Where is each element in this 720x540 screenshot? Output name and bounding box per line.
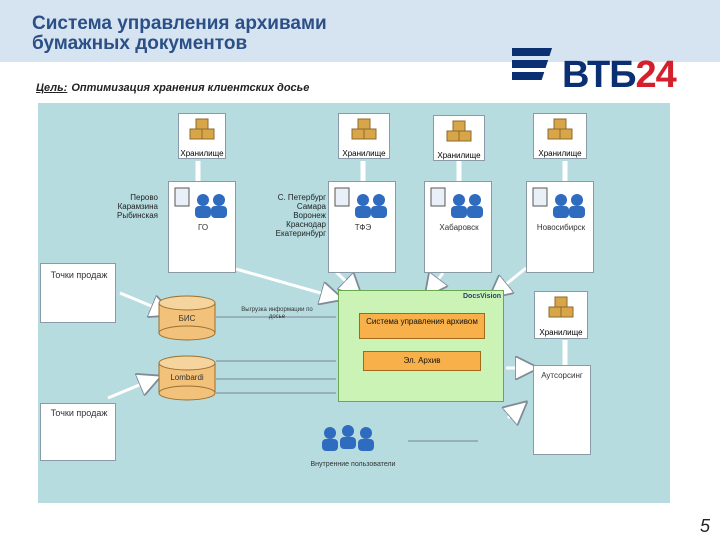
sales-points-top: Точки продаж bbox=[40, 263, 116, 323]
vtb-logo-icon bbox=[512, 48, 553, 80]
system-label: Система управления архивом bbox=[366, 317, 478, 326]
storage-label: Хранилище bbox=[539, 328, 583, 337]
region-office-3: Хабаровск bbox=[424, 181, 492, 273]
flow-label: Выгрузка информации по досье bbox=[241, 307, 313, 320]
storage-label: Хранилище bbox=[437, 151, 481, 160]
region-office-4: Новосибирск bbox=[526, 181, 594, 273]
office-name: Хабаровск bbox=[439, 223, 479, 232]
lombardi-database-icon bbox=[158, 355, 216, 401]
office-name: ТФЭ bbox=[354, 223, 372, 232]
storage-label: Хранилище bbox=[538, 149, 582, 158]
sales-points-bottom: Точки продаж bbox=[40, 403, 116, 461]
storage-1: Хранилище bbox=[178, 113, 226, 159]
bis-label: БИС bbox=[178, 314, 196, 323]
storage-label: Хранилище bbox=[180, 149, 224, 158]
goal-line: Цель:Оптимизация хранения клиентских дос… bbox=[36, 82, 496, 94]
brand-wordmark: ВТБ24 bbox=[562, 52, 677, 98]
boxes-icon bbox=[548, 296, 574, 318]
region-office-2: ТФЭ bbox=[328, 181, 396, 273]
goal-text: Оптимизация хранения клиентских досье bbox=[71, 82, 310, 94]
slide-title: Система управления архивами бумажных док… bbox=[32, 13, 327, 54]
el-archive-box: Эл. Архив bbox=[363, 351, 481, 371]
storage-right: Хранилище bbox=[534, 291, 588, 339]
outsourcing-label: Аутсорсинг bbox=[541, 371, 583, 380]
title-band bbox=[0, 0, 720, 62]
brand-number: 24 bbox=[635, 54, 677, 96]
boxes-icon bbox=[446, 120, 472, 142]
users-icon bbox=[430, 187, 483, 218]
diagram-connectors bbox=[107, 161, 568, 442]
sales-points-label: Точки продаж bbox=[50, 270, 108, 280]
boxes-icon bbox=[547, 118, 573, 140]
page-number: 5 bbox=[699, 516, 710, 536]
storage-label: Хранилище bbox=[342, 149, 386, 158]
outsourcing-box: Аутсорсинг bbox=[533, 365, 591, 455]
users-icon bbox=[174, 187, 227, 218]
region-office-1: ГО bbox=[168, 181, 236, 273]
internal-users-icon bbox=[322, 425, 374, 451]
el-archive-label: Эл. Архив bbox=[403, 356, 441, 365]
lombardi-label: Lombardi bbox=[170, 373, 204, 382]
brand-name: ВТБ bbox=[562, 54, 637, 96]
boxes-icon bbox=[189, 118, 215, 140]
users-icon bbox=[532, 187, 585, 218]
office-name: Новосибирск bbox=[536, 223, 586, 232]
users-icon bbox=[334, 187, 387, 218]
bis-database-icon bbox=[158, 295, 216, 341]
docsvision-label: DocsVision bbox=[463, 293, 501, 300]
storage-2: Хранилище bbox=[338, 113, 390, 159]
diagram-canvas: Хранилище Хранилище Хранилище Хранилище … bbox=[38, 103, 670, 503]
region-cities-2: С. Петербург Самара Воронеж Краснодар Ек… bbox=[275, 193, 326, 238]
office-name: ГО bbox=[197, 223, 209, 232]
storage-3: Хранилище bbox=[433, 115, 485, 161]
sales-points-label: Точки продаж bbox=[50, 408, 108, 418]
central-system-panel: DocsVision Система управления архивом Эл… bbox=[338, 290, 504, 402]
system-box: Система управления архивом bbox=[359, 313, 485, 339]
storage-4: Хранилище bbox=[533, 113, 587, 159]
boxes-icon bbox=[351, 118, 377, 140]
region-cities-1: Перово Карамзина Рыбинская bbox=[116, 193, 158, 220]
internal-users-label: Внутренние пользователи bbox=[310, 461, 396, 468]
goal-label: Цель: bbox=[36, 82, 68, 94]
